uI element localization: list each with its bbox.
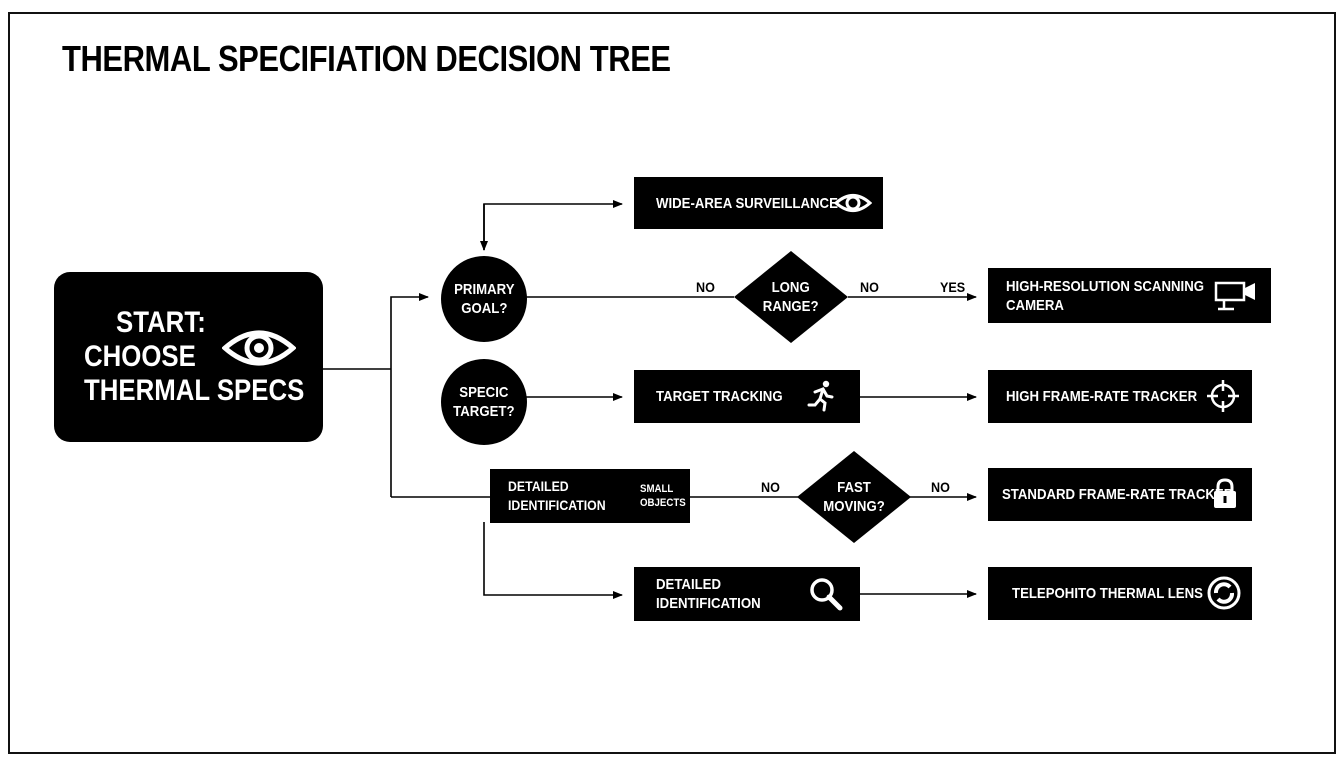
box-detailed-identification-small: DETAILED IDENTIFICATION SMALL OBJECTS: [490, 469, 690, 523]
box-standard-frame-rate-tracker: STANDARD FRAME-RATE TRACKER: [988, 468, 1252, 521]
edge-trunk-detailedid: [483, 522, 623, 599]
long-range-diamond: [734, 251, 848, 343]
wide-area-label: WIDE-AREA SURVEILLANCE: [656, 194, 838, 212]
long-range-line-2: RANGE?: [763, 298, 819, 315]
start-node: START: CHOOSE THERMAL SPECS: [54, 272, 323, 442]
eye-icon: [222, 330, 296, 366]
detailed-id-line-2: IDENTIFICATION: [656, 595, 761, 612]
long-range-line-1: LONG: [771, 279, 811, 296]
edge-label-no-fastmoving: NO: [931, 479, 950, 495]
fast-moving-diamond: [797, 451, 911, 543]
lock-icon: [1214, 478, 1236, 508]
primary-goal-line-1: PRIMARY: [453, 281, 515, 298]
edge-wide-area-loop: [483, 200, 623, 250]
box-high-resolution-camera: HIGH-RESOLUTION SCANNING CAMERA: [988, 268, 1271, 323]
start-line-2: CHOOSE: [84, 340, 196, 373]
detailed-small-line-1: DETAILED: [508, 478, 569, 494]
fast-moving-line-2: MOVING?: [823, 498, 885, 515]
lens-icon: [1207, 576, 1241, 610]
high-frame-label: HIGH FRAME-RATE TRACKER: [1006, 388, 1198, 405]
box-wide-area-surveillance: WIDE-AREA SURVEILLANCE: [634, 177, 883, 229]
eye-icon: [834, 194, 872, 212]
high-res-line-2: CAMERA: [1006, 296, 1064, 314]
box-target-tracking: TARGET TRACKING: [634, 370, 860, 423]
small-objects-line-1: SMALL: [640, 483, 674, 495]
standard-frame-label: STANDARD FRAME-RATE TRACKER: [1002, 486, 1234, 503]
camera-icon: [1214, 281, 1255, 311]
edge-label-yes-longrange: YES: [940, 279, 966, 295]
decision-fast-moving: FAST MOVING?: [797, 451, 911, 543]
box-telephoto-thermal-lens: TELEPOHITO THERMAL LENS: [988, 567, 1252, 620]
edge-trunk-primary: [390, 293, 429, 497]
decision-primary-goal: PRIMARY GOAL?: [441, 256, 527, 342]
specific-target-line-1: SPECIC: [459, 384, 509, 401]
start-line-1: START:: [116, 306, 206, 339]
decision-long-range: LONG RANGE?: [734, 251, 848, 343]
box-high-frame-rate-tracker: HIGH FRAME-RATE TRACKER: [988, 370, 1252, 423]
detailed-small-line-2: IDENTIFICATION: [508, 497, 606, 513]
box-detailed-identification: DETAILED IDENTIFICATION: [634, 567, 860, 621]
page-title: THERMAL SPECIFIATION DECISION TREE: [62, 38, 671, 79]
telephoto-label: TELEPOHITO THERMAL LENS: [1012, 585, 1203, 602]
high-res-line-1: HIGH-RESOLUTION SCANNING: [1006, 277, 1204, 295]
start-line-3: THERMAL SPECS: [84, 374, 305, 407]
crosshair-icon: [1207, 380, 1239, 412]
magnifier-icon: [810, 578, 843, 611]
small-objects-line-2: OBJECTS: [640, 497, 686, 509]
specific-target-line-2: TARGET?: [453, 403, 515, 420]
edge-label-no-detailed: NO: [761, 479, 780, 495]
detailed-id-line-1: DETAILED: [656, 576, 722, 593]
fast-moving-line-1: FAST: [837, 479, 871, 496]
decision-specific-target: SPECIC TARGET?: [441, 359, 527, 445]
edge-label-no-longrange: NO: [860, 279, 879, 295]
edge-label-no-primary: NO: [696, 279, 715, 295]
running-person-icon: [807, 380, 834, 412]
primary-goal-line-2: GOAL?: [460, 300, 508, 317]
target-tracking-label: TARGET TRACKING: [656, 388, 783, 405]
